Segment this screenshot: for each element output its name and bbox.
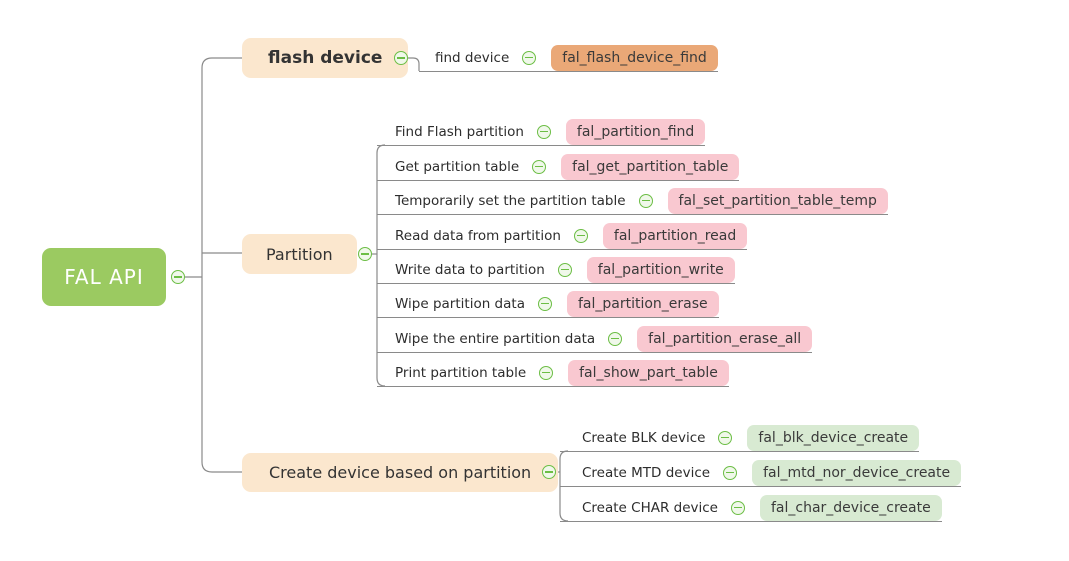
- leaf-label[interactable]: Find Flash partition: [395, 123, 524, 140]
- api-code-node[interactable]: fal_set_partition_table_temp: [667, 188, 888, 214]
- leaf-label[interactable]: Create BLK device: [582, 429, 706, 446]
- root-node-fal-api[interactable]: FAL API: [42, 248, 166, 306]
- api-code-node[interactable]: fal_partition_erase_all: [637, 326, 813, 352]
- api-code-node[interactable]: fal_partition_find: [565, 119, 706, 145]
- leaf-row-find-flash-partition: Find Flash partition fal_partition_find: [377, 118, 706, 146]
- leaf-label[interactable]: Read data from partition: [395, 227, 561, 244]
- collapse-minus-icon[interactable]: [638, 193, 653, 208]
- collapse-minus-icon[interactable]: [537, 296, 552, 311]
- api-code-node[interactable]: fal_mtd_nor_device_create: [752, 460, 962, 486]
- leaf-label[interactable]: Create MTD device: [582, 464, 711, 481]
- leaf-label[interactable]: Wipe the entire partition data: [395, 330, 596, 347]
- api-code-node[interactable]: fal_char_device_create: [759, 495, 942, 521]
- leaf-row-wipe-entire-partition: Wipe the entire partition data fal_parti…: [377, 325, 813, 353]
- leaf-row-create-blk: Create BLK device fal_blk_device_create: [560, 424, 920, 452]
- collapse-minus-icon[interactable]: [536, 124, 551, 139]
- leaf-row-wipe-partition-data: Wipe partition data fal_partition_erase: [377, 290, 719, 318]
- leaf-row-read-data: Read data from partition fal_partition_r…: [377, 222, 748, 250]
- leaf-row-create-char: Create CHAR device fal_char_device_creat…: [560, 494, 942, 522]
- collapse-minus-icon[interactable]: [557, 262, 572, 277]
- leaf-label[interactable]: Create CHAR device: [582, 499, 718, 516]
- collapse-minus-icon[interactable]: [394, 51, 408, 65]
- api-code-node[interactable]: fal_partition_read: [602, 223, 748, 249]
- api-code-node[interactable]: fal_partition_write: [586, 257, 735, 283]
- leaf-label[interactable]: Temporarily set the partition table: [395, 192, 626, 209]
- collapse-minus-icon[interactable]: [573, 228, 588, 243]
- leaf-row-find-device: find device fal_flash_device_find: [419, 44, 718, 72]
- leaf-row-write-data: Write data to partition fal_partition_wr…: [377, 256, 735, 284]
- topic-node-partition[interactable]: Partition: [242, 234, 357, 274]
- topic-node-create-device[interactable]: Create device based on partition: [242, 453, 559, 492]
- leaf-label[interactable]: Write data to partition: [395, 261, 545, 278]
- api-code-node[interactable]: fal_partition_erase: [566, 291, 719, 317]
- collapse-minus-icon[interactable]: [542, 465, 556, 479]
- api-code-node[interactable]: fal_get_partition_table: [561, 154, 740, 180]
- leaf-row-get-partition-table: Get partition table fal_get_partition_ta…: [377, 153, 740, 181]
- collapse-minus-icon[interactable]: [532, 159, 547, 174]
- api-code-node[interactable]: fal_blk_device_create: [747, 425, 920, 451]
- leaf-label[interactable]: Print partition table: [395, 364, 527, 381]
- leaf-label[interactable]: Wipe partition data: [395, 295, 525, 312]
- api-code-node[interactable]: fal_flash_device_find: [551, 45, 718, 71]
- collapse-minus-icon[interactable]: [723, 465, 738, 480]
- api-code-node[interactable]: fal_show_part_table: [568, 360, 729, 386]
- leaf-row-print-partition-table: Print partition table fal_show_part_tabl…: [377, 359, 729, 387]
- collapse-minus-icon[interactable]: [522, 50, 537, 65]
- leaf-row-create-mtd: Create MTD device fal_mtd_nor_device_cre…: [560, 459, 962, 487]
- collapse-minus-icon[interactable]: [171, 270, 185, 284]
- leaf-label[interactable]: Get partition table: [395, 158, 520, 175]
- collapse-minus-icon[interactable]: [539, 365, 554, 380]
- leaf-label[interactable]: find device: [435, 49, 510, 66]
- collapse-minus-icon[interactable]: [718, 430, 733, 445]
- leaf-row-temporarily-set-table: Temporarily set the partition table fal_…: [377, 187, 888, 215]
- collapse-minus-icon[interactable]: [358, 247, 372, 261]
- topic-node-flash-device[interactable]: flash device: [242, 38, 409, 78]
- collapse-minus-icon[interactable]: [730, 500, 745, 515]
- collapse-minus-icon[interactable]: [608, 331, 623, 346]
